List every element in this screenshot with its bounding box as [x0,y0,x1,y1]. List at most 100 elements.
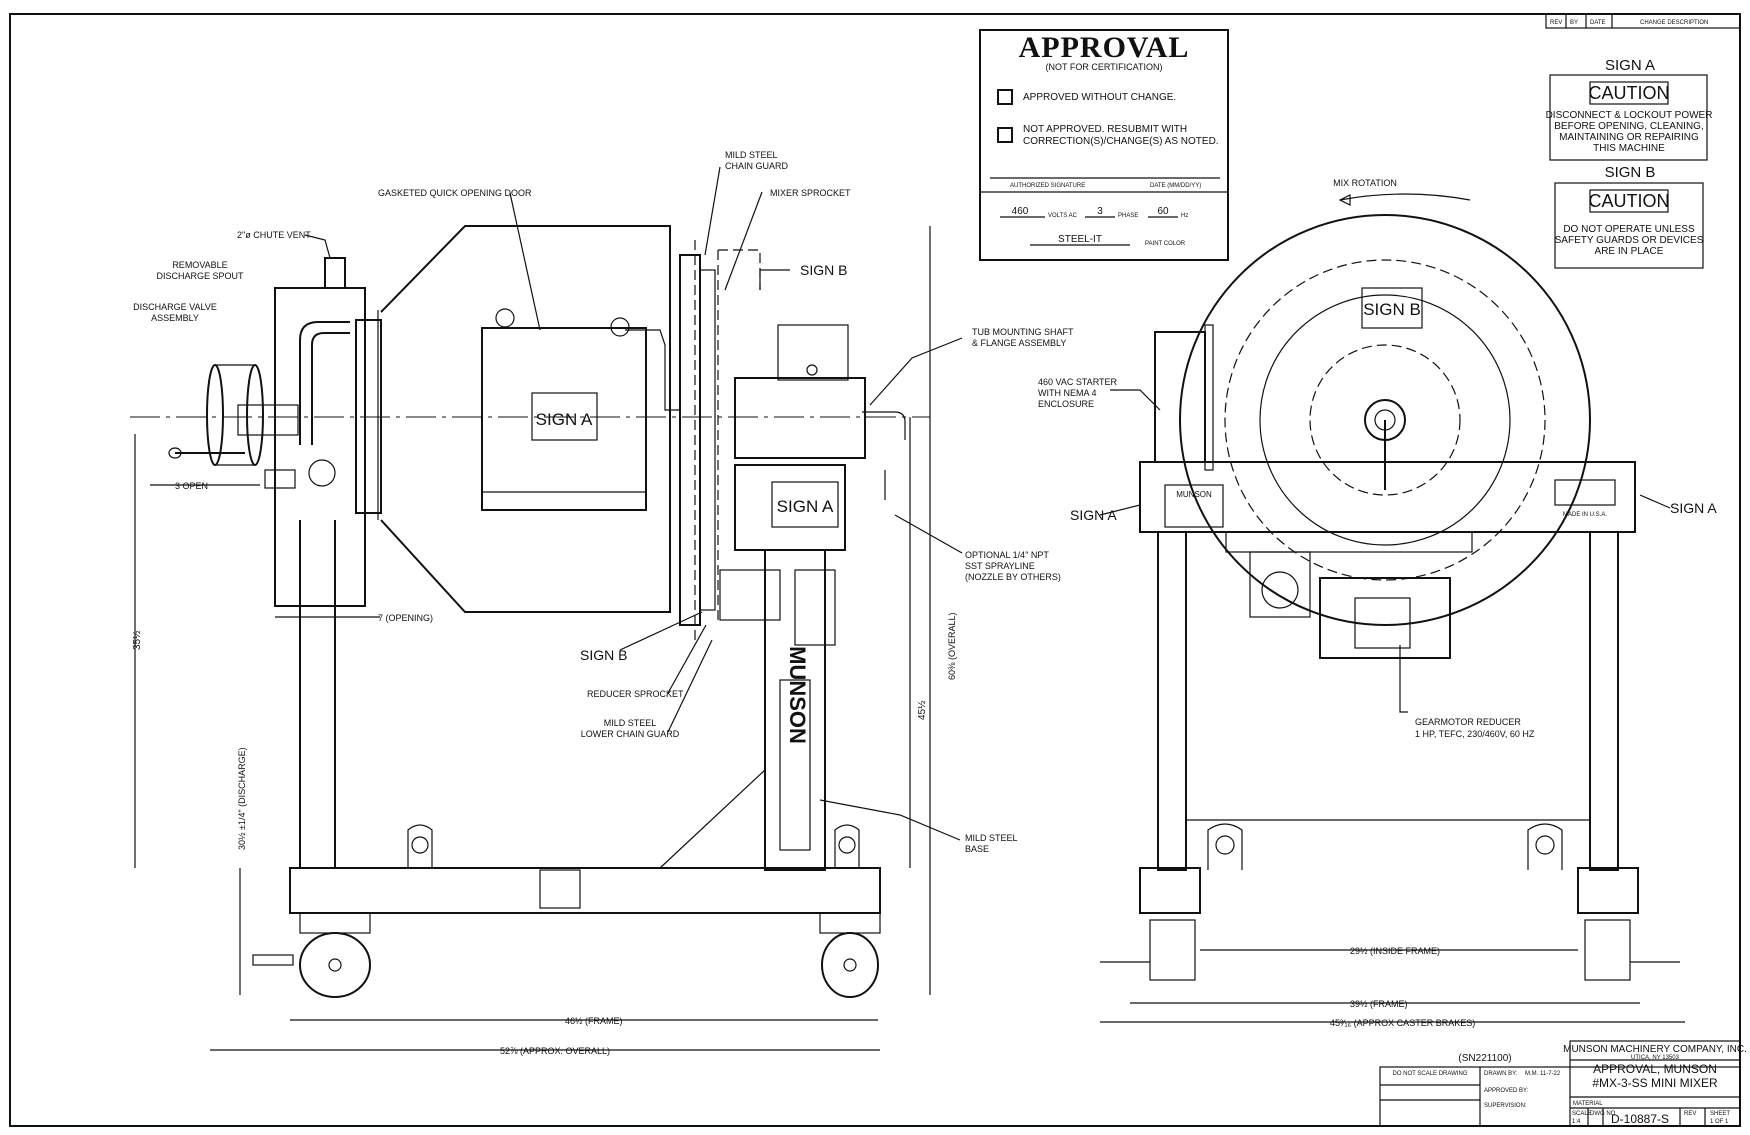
change-label: CHANGE DESCRIPTION [1640,20,1708,26]
end-view: SIGN B MUNSON MADE IN U.S.A. [1099,193,1685,1023]
dim-overall: 52⅞ (APPROX. OVERALL) [500,1046,610,1056]
sprayline-label-0: OPTIONAL 1/4" NPT [965,550,1049,560]
rev-field-label: REV [1684,1111,1696,1117]
scale-label: SCALE [1572,1111,1592,1117]
sprayline-label-2: (NOZZLE BY OTHERS) [965,572,1061,582]
revision-block: REV BY DATE CHANGE DESCRIPTION [1545,13,1741,29]
approval-title: APPROVAL [1019,31,1190,64]
date-field-label: DATE (MM/DD/YY) [1150,183,1201,189]
removable-spout-label-0: REMOVABLE [172,260,227,270]
starter-label-2: ENCLOSURE [1038,399,1094,409]
chain-guard-label-1: CHAIN GUARD [725,161,789,171]
volts-value: 460 [1012,206,1029,217]
drawn-by-label: DRAWN BY: [1484,1071,1518,1077]
sign-a-caution: CAUTION [1589,83,1670,103]
discharge-valve-label-0: DISCHARGE VALVE [133,302,217,312]
mixer-sprocket-label: MIXER SPROCKET [770,188,851,198]
gearmotor-label-1: 1 HP, TEFC, 230/460V, 60 HZ [1415,729,1535,739]
signature-label: AUTHORIZED SIGNATURE [1010,183,1085,189]
approved-by-label: APPROVED BY: [1484,1088,1529,1094]
supervision-label: SUPERVISION: [1484,1103,1527,1109]
sign-b-title: SIGN B [1605,164,1656,181]
dim-end-frame: 39½ (FRAME) [1350,999,1408,1009]
sheet-label: SHEET [1710,1111,1730,1117]
dim-inside-frame: 29½ (INSIDE FRAME) [1350,946,1440,956]
sign-a-text-1: BEFORE OPENING, CLEANING, [1554,121,1703,132]
lower-guard-label-0: MILD STEEL [604,718,657,728]
chain-guard-label-0: MILD STEEL [725,150,778,160]
sign-b-lower-label: SIGN B [580,647,627,663]
date-label: DATE [1590,20,1606,26]
sign-b-end-label: SIGN B [1363,300,1421,319]
drawn-by-value: M.M. 11-7-22 [1525,1071,1561,1077]
mix-rotation-label: MIX ROTATION [1333,178,1397,188]
approved-checkbox[interactable] [997,89,1013,105]
paint-value: STEEL-IT [1058,234,1102,245]
drawing-title-1: APPROVAL, MUNSON [1593,1062,1717,1076]
paint-label: PAINT COLOR [1145,241,1186,247]
sheet-value: 1 OF 1 [1710,1119,1729,1125]
not-approved-line1: NOT APPROVED. RESUBMIT WITH [1023,124,1187,135]
munson-column-text: MUNSON [785,646,810,744]
sign-b-text-2: ARE IN PLACE [1595,246,1664,257]
removable-spout-label-1: DISCHARGE SPOUT [156,271,244,281]
approval-subtitle: (NOT FOR CERTIFICATION) [1046,62,1163,72]
discharge-valve-label-1: ASSEMBLY [151,313,199,323]
dwg-number: D-10887-S [1611,1112,1669,1126]
not-approved-checkbox[interactable] [997,127,1013,143]
flag-text: MADE IN U.S.A. [1563,512,1607,518]
nameplate-text: MUNSON [1176,490,1212,499]
material-label: MATERIAL [1573,1101,1603,1107]
sign-b-panel: SIGN B CAUTION DO NOT OPERATE UNLESS SAF… [1554,164,1704,269]
starter-label-1: WITH NEMA 4 [1038,388,1097,398]
serial-number: (SN221100) [1458,1053,1511,1064]
base-label-1: BASE [965,844,989,854]
hz-label: Hz [1181,213,1188,219]
dwg-label: DWG NO [1590,1111,1616,1117]
phase-label: PHASE [1118,213,1138,219]
sign-b-text-1: SAFETY GUARDS OR DEVICES [1555,235,1704,246]
rev-label: REV [1550,20,1562,26]
hz-value: 60 [1157,206,1169,217]
phase-value: 3 [1097,206,1103,217]
do-not-scale: DO NOT SCALE DRAWING [1392,1071,1467,1077]
sign-b-caution: CAUTION [1589,191,1670,211]
sign-a-text-0: DISCONNECT & LOCKOUT POWER [1546,110,1713,121]
dim-60: 60⅜ (OVERALL) [947,612,957,680]
drawing-title-2: #MX-3-SS MINI MIXER [1592,1076,1718,1090]
tub-shaft-label-1: & FLANGE ASSEMBLY [972,338,1066,348]
company-name: MUNSON MACHINERY COMPANY, INC. [1563,1044,1747,1055]
not-approved-line2: CORRECTION(S)/CHANGE(S) AS NOTED. [1023,136,1219,147]
dim-caster: 45³⁄₁₆ (APPROX CASTER BRAKES) [1330,1018,1475,1028]
sign-a-end-right: SIGN A [1670,500,1717,516]
sprayline-label-1: SST SPRAYLINE [965,561,1035,571]
scale-value: 1:4 [1572,1119,1581,1125]
chute-vent-label: 2"ø CHUTE VENT [237,230,311,240]
sign-a-text-2: MAINTAINING OR REPAIRING [1559,132,1699,143]
approved-option: APPROVED WITHOUT CHANGE. [1023,92,1176,103]
sign-a-title: SIGN A [1605,57,1655,74]
dim-45: 45½ [917,700,928,720]
sign-a-drum: SIGN A [536,410,593,429]
title-block [1379,1040,1741,1127]
sign-a-end-left: SIGN A [1070,507,1117,523]
tub-shaft-label-0: TUB MOUNTING SHAFT [972,327,1074,337]
sign-a-text-3: THIS MACHINE [1593,143,1665,154]
sign-b-side-label: SIGN B [800,262,847,278]
dim-open: 3 OPEN [175,481,208,491]
approval-stamp: APPROVAL (NOT FOR CERTIFICATION) APPROVE… [979,29,1229,261]
drawing-border [9,13,1741,1127]
company-city: UTICA, NY 13503 [1631,1055,1680,1061]
gearmotor-label-0: GEARMOTOR REDUCER [1415,717,1521,727]
sign-a-panel: SIGN A CAUTION DISCONNECT & LOCKOUT POWE… [1546,57,1713,161]
by-label: BY [1570,20,1578,26]
dim-35: 35½ [132,630,143,650]
sign-b-text-0: DO NOT OPERATE UNLESS [1563,224,1695,235]
reducer-sprocket-label: REDUCER SPROCKET [587,689,684,699]
volts-label: VOLTS AC [1048,213,1078,219]
dim-opening: 7 (OPENING) [378,613,433,623]
starter-label-0: 460 VAC STARTER [1038,377,1118,387]
base-label-0: MILD STEEL [965,833,1018,843]
lower-guard-label-1: LOWER CHAIN GUARD [581,729,680,739]
